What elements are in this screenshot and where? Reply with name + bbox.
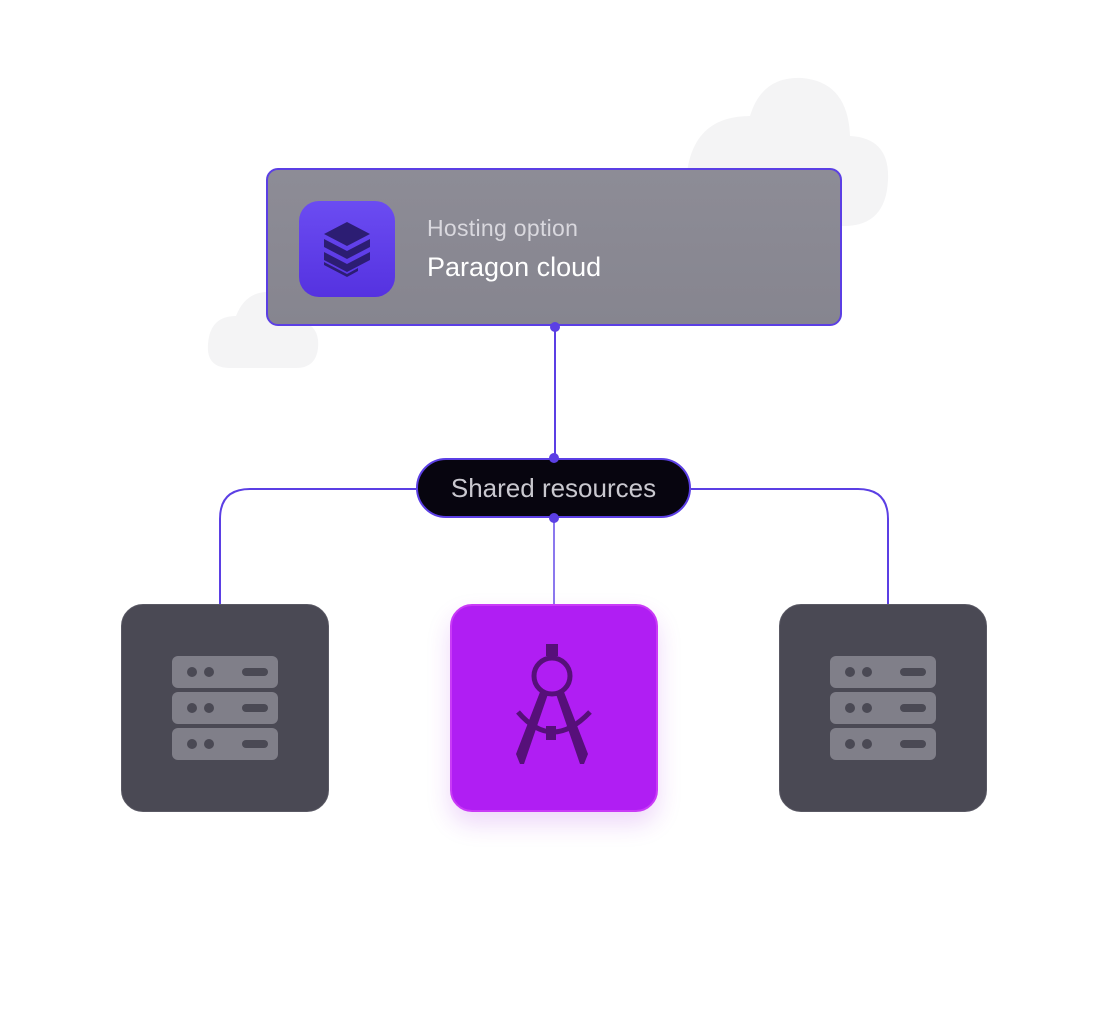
hosting-option-value: Paragon cloud (427, 252, 602, 282)
right-server-node[interactable] (779, 604, 987, 812)
edge-hub-to-right-server (691, 488, 889, 604)
layers-stack-icon (324, 222, 370, 277)
shared-resources-hub[interactable]: Shared resources (416, 458, 691, 518)
server-rack-icon (830, 656, 936, 760)
left-server-node[interactable] (121, 604, 329, 812)
drafting-compass-icon (516, 644, 592, 764)
hosting-option-card[interactable]: Hosting option Paragon cloud (266, 168, 842, 326)
design-tool-node[interactable] (450, 604, 658, 812)
edge-hub-to-left-server (219, 488, 416, 604)
shared-resources-label: Shared resources (450, 472, 657, 503)
server-rack-icon (172, 656, 278, 760)
hosting-icon-tile (299, 201, 395, 297)
hosting-option-label: Hosting option (427, 215, 579, 241)
